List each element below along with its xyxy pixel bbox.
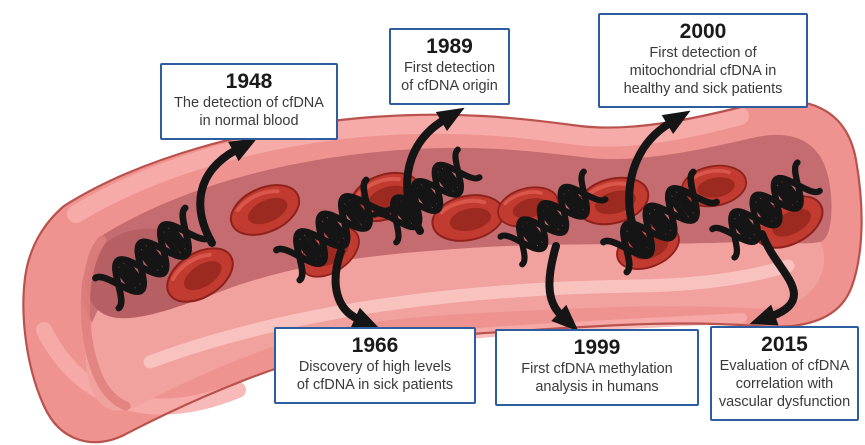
event-year: 1989 [426, 35, 473, 58]
event-description-line: mitochondrial cfDNA in [629, 63, 777, 80]
event-year: 1999 [573, 336, 621, 359]
event-box-1966: 1966 Discovery of high levels of cfDNA i… [274, 327, 476, 405]
vessel-lumen-highlight [143, 259, 795, 369]
event-description-line: of cfDNA origin [401, 78, 498, 95]
event-year: 2015 [761, 333, 808, 356]
event-box-1999: 1999 First cfDNA methylation analysis in… [495, 329, 699, 407]
event-box-1948: 1948 The detection of cfDNA in normal bl… [160, 63, 338, 141]
event-description-line: of cfDNA in sick patients [296, 377, 454, 394]
event-description-line: First detection of [649, 45, 757, 62]
curved-arrow-icon-1948 [196, 138, 258, 247]
event-box-2000: 2000 First detection of mitochondrial cf… [598, 13, 808, 109]
curved-arrow-icon-1989 [403, 107, 465, 235]
curved-arrow-icon-2000 [625, 110, 691, 255]
event-description-line: The detection of cfDNA [174, 95, 324, 112]
curved-arrow-icon-2015 [749, 230, 799, 326]
event-year: 1948 [225, 70, 273, 93]
event-year: 1966 [351, 334, 399, 357]
event-description-line: Discovery of high levels [298, 359, 452, 376]
timeline-arrows [196, 107, 799, 332]
event-description-line: in normal blood [199, 113, 299, 130]
vessel-cut-rim [80, 235, 131, 411]
curved-arrow-icon-1966 [331, 247, 380, 329]
event-description-line: healthy and sick patients [623, 81, 783, 98]
event-description-line: First cfDNA methylation [521, 361, 673, 378]
curved-arrow-icon-1999 [545, 242, 579, 332]
event-description-line: First detection [403, 60, 496, 77]
event-box-2015: 2015 Evaluation of cfDNA correlation wit… [710, 326, 859, 422]
event-description-line: Evaluation of cfDNA [719, 358, 850, 375]
event-year: 2000 [679, 20, 727, 43]
event-box-1989: 1989 First detection of cfDNA origin [389, 28, 510, 106]
event-description-line: analysis in humans [535, 379, 659, 396]
event-description-line: vascular dysfunction [718, 394, 851, 411]
event-description-line: correlation with [735, 376, 834, 393]
